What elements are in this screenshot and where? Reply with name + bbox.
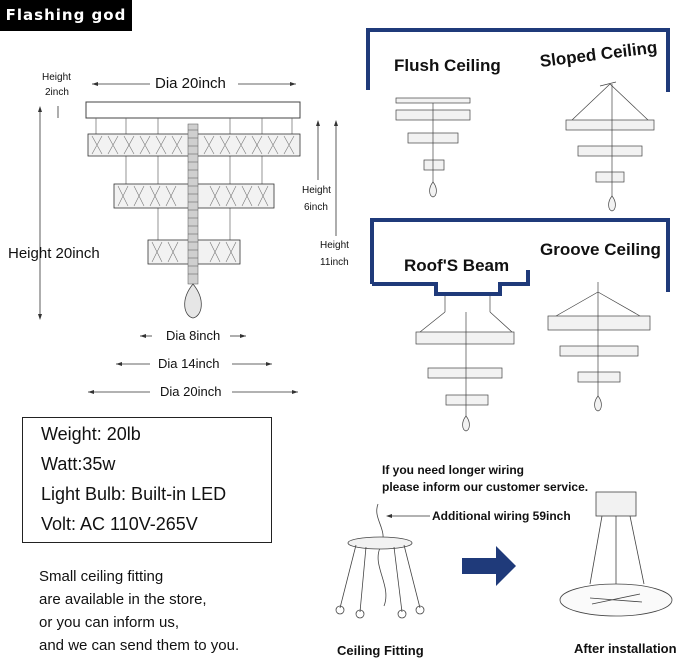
roof-beam-label: Roof'S Beam	[404, 256, 510, 275]
wiring-note-2: please inform our customer service.	[382, 480, 589, 494]
height-canopy-value: 2inch	[45, 87, 69, 98]
groove-ceiling-label: Groove Ceiling	[540, 240, 661, 259]
spec-box: Weight: 20lb Watt:35w Light Bulb: Built-…	[22, 417, 272, 543]
ceiling-fitting-label: Ceiling Fitting	[337, 643, 424, 658]
height-6-value: 6inch	[304, 202, 328, 213]
note-line-2: are available in the store,	[39, 591, 207, 608]
height-11-value: 11inch	[320, 257, 349, 268]
after-installation-label: After installation	[574, 641, 677, 656]
additional-wiring-label: Additional wiring 59inch	[432, 509, 571, 523]
arrow-right-icon	[462, 546, 516, 586]
dia-14-label: Dia 14inch	[158, 356, 220, 371]
height-total-label: Height 20inch	[8, 245, 100, 262]
spec-watt: Watt:35w	[41, 454, 116, 474]
height-6-label: Height	[302, 185, 331, 196]
spec-volt: Volt: AC 110V-265V	[41, 514, 198, 534]
flush-ceiling-label: Flush Ceiling	[394, 56, 501, 75]
dia-8-label: Dia 8inch	[166, 328, 221, 343]
note-line-3: or you can inform us,	[39, 614, 180, 631]
dia-top-label: Dia 20inch	[155, 75, 226, 92]
spec-weight: Weight: 20lb	[41, 424, 141, 444]
dia-20-label: Dia 20inch	[160, 384, 222, 399]
brand-logo: Flashing god	[0, 0, 132, 31]
spec-bulb: Light Bulb: Built-in LED	[41, 484, 227, 504]
note-line-1: Small ceiling fitting	[39, 568, 164, 585]
wiring-note-1: If you need longer wiring	[382, 463, 525, 477]
height-canopy-label: Height	[42, 72, 71, 83]
height-11-label: Height	[320, 240, 349, 251]
note-line-4: and we can send them to you.	[39, 637, 240, 654]
